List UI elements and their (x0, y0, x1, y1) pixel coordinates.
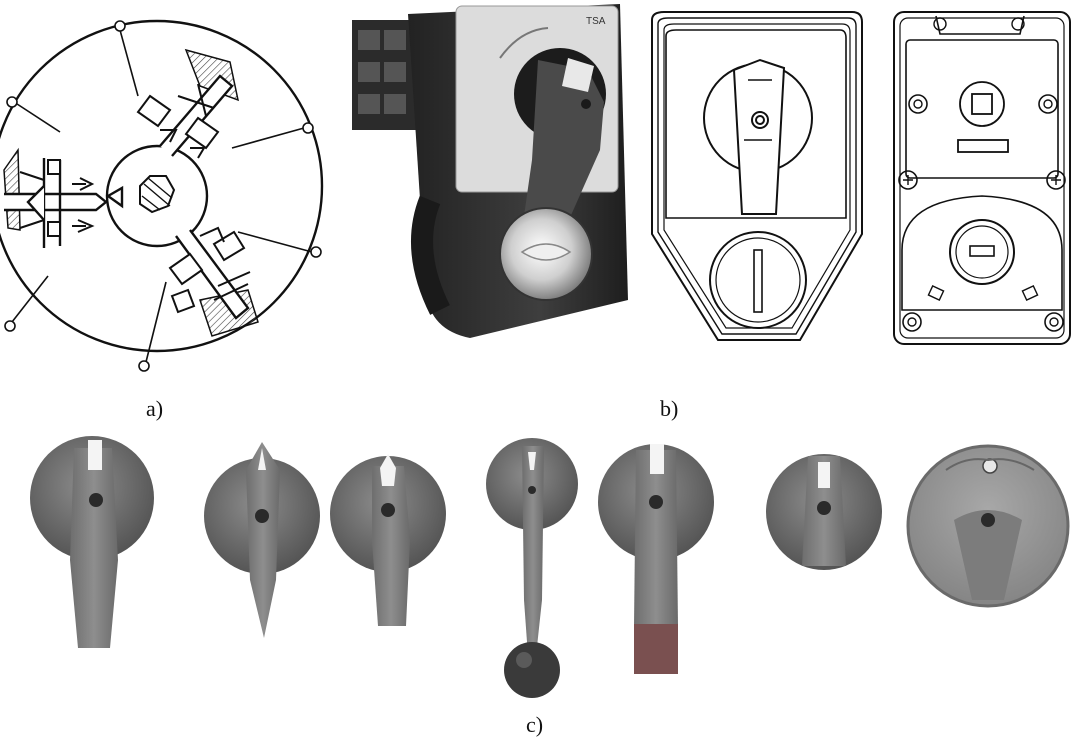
knob-arrow-short (330, 454, 446, 626)
svg-text:TSA: TSA (586, 16, 606, 27)
switch-photo: TSA (352, 4, 628, 338)
knob-large-disc (906, 444, 1070, 608)
knob-pointed-blade (204, 442, 320, 638)
knob-long-red-tip (598, 444, 714, 674)
schematic-cam-switch (0, 19, 324, 372)
knob-ball-lever (486, 438, 578, 698)
knob-small-round (766, 454, 882, 570)
rear-plate-outline (893, 11, 1071, 345)
caption-b: b) (660, 396, 679, 421)
knob-long-handle (30, 436, 154, 648)
front-plate-outline (651, 11, 863, 341)
caption-c: c) (526, 712, 544, 737)
caption-a: a) (146, 396, 164, 421)
